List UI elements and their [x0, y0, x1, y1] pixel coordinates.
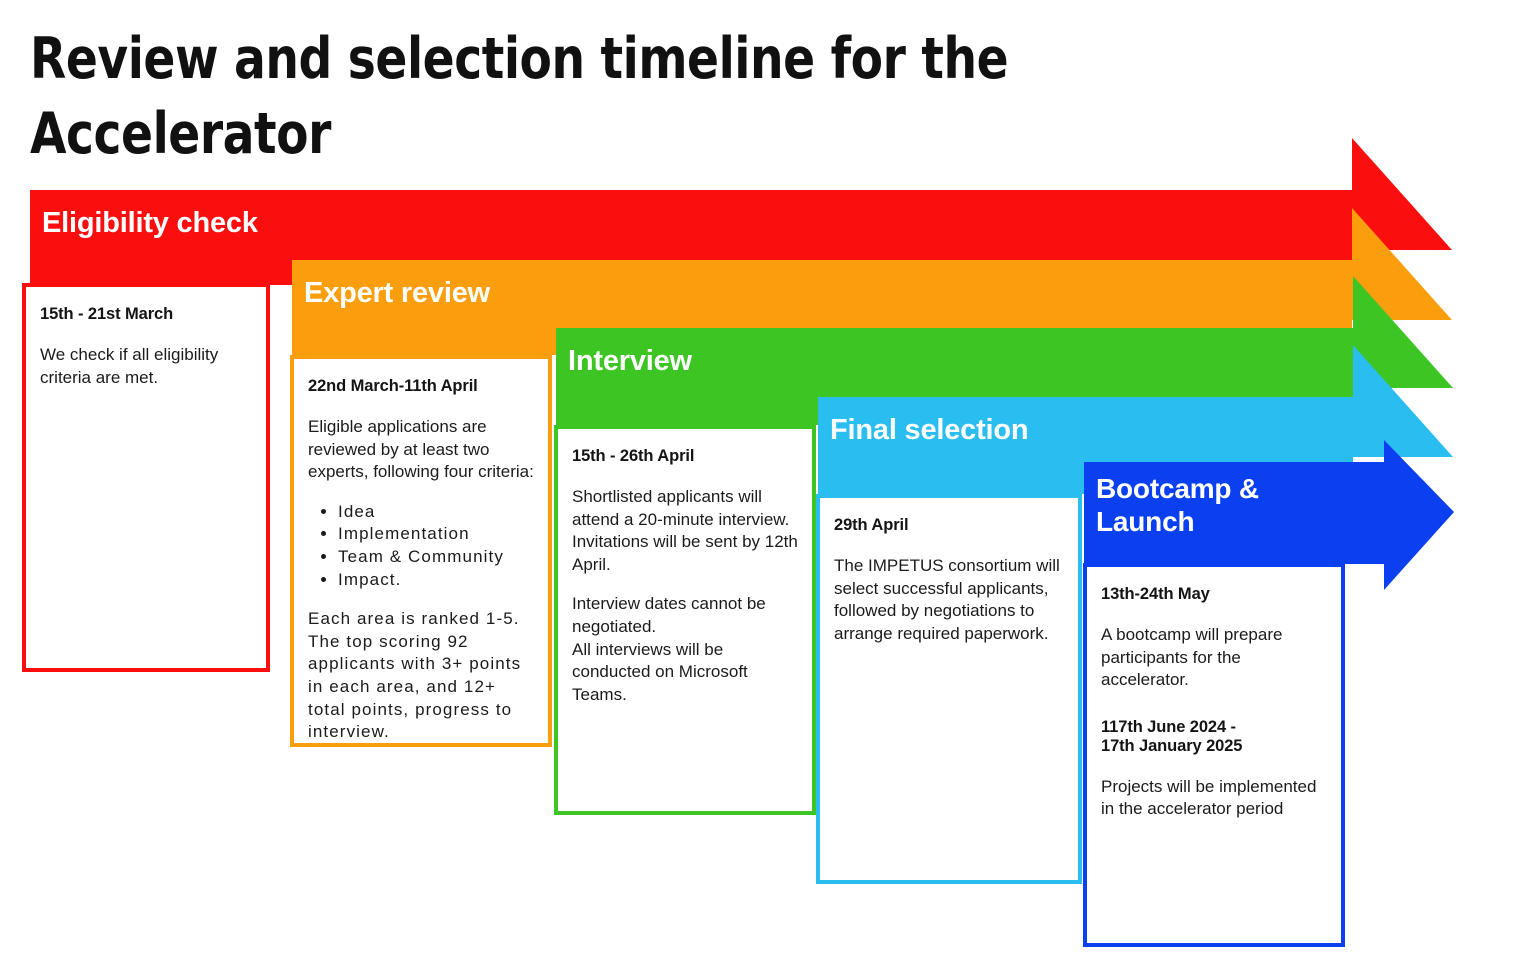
- stage-card-date-final-selection: 29th April: [834, 516, 909, 534]
- stage-card-date-interview: 15th - 26th April: [572, 447, 695, 465]
- stage-card-interview: 15th - 26th April Shortlisted applicants…: [554, 425, 816, 815]
- arrow-shape-red: [30, 138, 1452, 285]
- stage-card-eligibility: 15th - 21st March We check if all eligib…: [22, 283, 270, 672]
- list-item: Implementation: [338, 523, 534, 546]
- stage-card-final-selection: 29th April The IMPETUS consortium will s…: [816, 494, 1082, 884]
- stage-card-text-interview-0: Shortlisted applicants will attend a 20-…: [572, 487, 798, 574]
- stage-card-text-interview-1: Interview dates cannot be negotiated. Al…: [572, 594, 766, 704]
- stage-card-text-eligibility-0: We check if all eligibility criteria are…: [40, 345, 219, 387]
- list-item: Idea: [338, 501, 534, 524]
- stage-card-text-final-selection-0: The IMPETUS consortium will select succe…: [834, 556, 1060, 643]
- stage-card-text-bootcamp-launch-0: A bootcamp will prepare participants for…: [1101, 625, 1283, 690]
- stage-card-criteria-list: Idea Implementation Team & Community Imp…: [308, 501, 534, 591]
- stage-card-text-expert-review-0: Eligible applications are reviewed by at…: [308, 417, 534, 482]
- stage-card-expert-review: 22nd March-11th April Eligible applicati…: [290, 355, 552, 747]
- arrow-shape-cyan: [818, 345, 1453, 494]
- stage-card-date-expert-review: 22nd March-11th April: [308, 377, 478, 395]
- stage-card-date-bootcamp-launch-2: 117th June 2024 - 17th January 2025: [1101, 717, 1243, 755]
- stage-card-date-bootcamp-launch: 13th-24th May: [1101, 585, 1210, 603]
- arrow-shape-blue: [1084, 440, 1454, 590]
- stage-card-text-expert-review-1: Each area is ranked 1-5. The top scoring…: [308, 609, 522, 742]
- stage-card-bootcamp-launch: 13th-24th May A bootcamp will prepare pa…: [1083, 563, 1345, 947]
- arrow-shape-orange: [292, 208, 1452, 355]
- list-item: Impact.: [338, 569, 534, 592]
- stage-card-text-bootcamp-launch-1: Projects will be implemented in the acce…: [1101, 776, 1317, 819]
- stage-card-date-eligibility: 15th - 21st March: [40, 305, 174, 323]
- arrow-shape-green: [556, 276, 1453, 425]
- page-title: Review and selection timeline for the Ac…: [30, 26, 1025, 168]
- list-item: Team & Community: [338, 546, 534, 569]
